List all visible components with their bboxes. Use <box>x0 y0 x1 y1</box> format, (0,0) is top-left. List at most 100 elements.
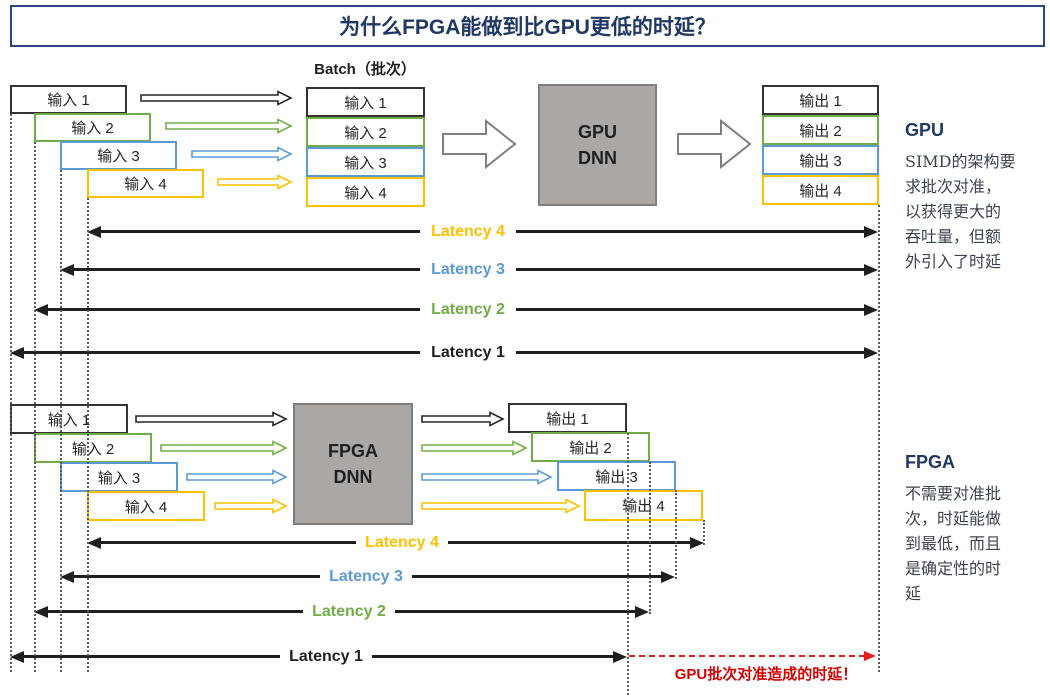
gpu-output-1: 输出 1 <box>762 85 879 115</box>
gpu-note-line: 吞吐量，但额 <box>905 227 1002 246</box>
gpu-output-2: 输出 2 <box>762 115 879 145</box>
arrow-icon <box>186 469 288 485</box>
fpga-output-2: 输出 2 <box>531 432 650 462</box>
arrow-icon <box>214 498 288 514</box>
fpga-dnn-block: FPGA DNN <box>293 403 413 525</box>
fpga-latency4-line <box>448 541 690 544</box>
gpu-input-1: 输入 1 <box>10 85 127 114</box>
latency2-right-arrowhead <box>864 304 878 316</box>
fpga-latency2-line <box>395 610 635 613</box>
arrow-icon <box>191 146 293 162</box>
fpga-latency4-label: Latency 4 <box>361 534 443 552</box>
fpga-latency3-left-arrowhead <box>60 571 74 583</box>
gpu-input-3: 输入 3 <box>60 141 177 170</box>
arrow-icon <box>140 90 293 106</box>
arrow-icon <box>421 411 505 427</box>
gpu-extra-latency-dashed-line <box>629 655 865 657</box>
latency1-line <box>23 351 420 354</box>
gpu-batch-input-1: 输入 1 <box>306 87 425 117</box>
latency4-line <box>100 230 420 233</box>
fpga-latency4-right-arrowhead <box>690 537 704 549</box>
fpga-latency3-line <box>73 575 320 578</box>
fpga-output-1: 输出 1 <box>508 403 627 433</box>
fpga-latency2-line <box>47 610 303 613</box>
fpga-latency1-line <box>23 655 280 658</box>
gpu-dnn-line2: DNN <box>578 148 617 168</box>
timing-line-gpu-output <box>878 205 880 672</box>
arrow-icon <box>160 440 288 456</box>
title-box: 为什么FPGA能做到比GPU更低的时延？ <box>10 5 1045 47</box>
timing-line-output3 <box>675 490 677 579</box>
latency1-right-arrowhead <box>864 347 878 359</box>
timing-line-input3 <box>60 170 62 672</box>
fpga-note-line: 是确定性的时 <box>905 559 1002 578</box>
fpga-input-2: 输入 2 <box>34 433 152 463</box>
latency2-line <box>516 308 864 311</box>
latency1-label: Latency 1 <box>427 344 509 362</box>
gpu-output-4: 输出 4 <box>762 175 879 205</box>
fpga-input-4: 输入 4 <box>87 491 205 521</box>
latency4-left-arrowhead <box>87 226 101 238</box>
latency3-left-arrowhead <box>60 264 74 276</box>
gpu-note-line: SIMD的架构要 <box>905 152 1016 171</box>
gpu-extra-latency-arrowhead <box>864 651 876 661</box>
gpu-input-2: 输入 2 <box>34 113 151 142</box>
latency4-label: Latency 4 <box>427 223 509 241</box>
timing-line-output4 <box>703 520 705 545</box>
latency3-right-arrowhead <box>864 264 878 276</box>
timing-line-output1 <box>627 433 629 695</box>
batch-label: Batch（批次） <box>314 61 416 78</box>
gpu-heading: GPU <box>905 120 945 140</box>
fpga-latency2-label: Latency 2 <box>308 603 390 621</box>
fpga-latency1-left-arrowhead <box>10 651 24 663</box>
latency1-line <box>516 351 864 354</box>
gpu-note-line: 外引入了时延 <box>905 252 1002 271</box>
arrow-icon <box>421 469 553 485</box>
latency3-line <box>516 268 864 271</box>
arrow-icon <box>421 440 528 456</box>
fpga-note-line: 延 <box>905 584 922 603</box>
gpu-extra-latency-callout: GPU批次对准造成的时延！ <box>674 666 858 683</box>
timing-line-output2 <box>649 462 651 614</box>
fpga-latency2-right-arrowhead <box>635 606 649 618</box>
fpga-latency3-right-arrowhead <box>661 571 675 583</box>
gpu-dnn-block: GPU DNN <box>538 84 657 206</box>
fpga-input-3: 输入 3 <box>60 462 178 492</box>
fpga-heading: FPGA <box>905 452 956 472</box>
timing-line-input2 <box>34 142 36 672</box>
fpga-note-line: 次，时延能做 <box>905 509 1002 528</box>
arrow-icon <box>135 411 288 427</box>
gpu-dnn-line1: GPU <box>577 122 617 142</box>
fpga-latency2-left-arrowhead <box>34 606 48 618</box>
fpga-latency1-right-arrowhead <box>613 651 627 663</box>
fpga-latency1-line <box>372 655 613 658</box>
latency1-left-arrowhead <box>10 347 24 359</box>
latency2-left-arrowhead <box>34 304 48 316</box>
fpga-latency1-label: Latency 1 <box>285 648 367 666</box>
timing-line-input1 <box>10 114 12 672</box>
gpu-note-line: 以获得更大的 <box>905 202 1002 221</box>
gpu-batch-input-4: 输入 4 <box>306 177 425 207</box>
gpu-batch-input-2: 输入 2 <box>306 117 425 147</box>
fpga-note-line: 到最低，而且 <box>905 534 1002 553</box>
latency4-right-arrowhead <box>864 226 878 238</box>
fpga-latency3-line <box>412 575 661 578</box>
big-arrow-icon <box>677 118 752 170</box>
arrow-icon <box>421 498 581 514</box>
page-title: 为什么FPGA能做到比GPU更低的时延？ <box>339 16 716 39</box>
fpga-input-1: 输入 1 <box>10 404 128 434</box>
fpga-output-3: 输出 3 <box>557 461 676 491</box>
fpga-note-line: 不需要对准批 <box>905 484 1002 503</box>
timing-line-input4 <box>87 198 89 672</box>
latency3-label: Latency 3 <box>427 261 509 279</box>
fpga-latency4-left-arrowhead <box>87 537 101 549</box>
fpga-output-4: 输出 4 <box>584 490 703 521</box>
big-arrow-icon <box>442 118 517 170</box>
gpu-input-4: 输入 4 <box>87 169 204 198</box>
fpga-latency4-line <box>100 541 356 544</box>
arrow-icon <box>165 118 293 134</box>
gpu-output-3: 输出 3 <box>762 145 879 175</box>
fpga-dnn-line2: DNN <box>333 467 373 487</box>
arrow-icon <box>217 174 293 190</box>
